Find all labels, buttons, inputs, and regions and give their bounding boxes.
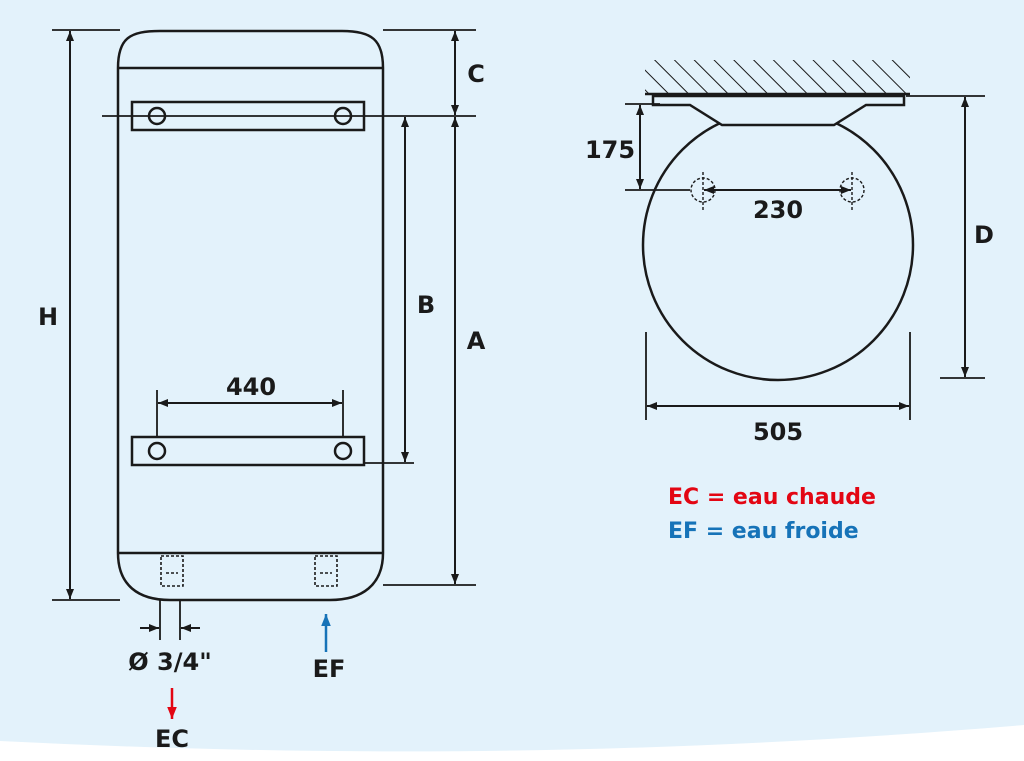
label-b: B [417,291,435,319]
label-230: 230 [753,196,803,224]
label-440: 440 [226,373,276,401]
label-d: D [974,221,994,249]
label-pipe-diameter: Ø 3/4" [128,648,211,676]
bottom-wave [0,725,1024,761]
label-c: C [467,60,485,88]
hot-pipe-stub [160,555,184,587]
side-view [625,60,985,420]
legend-hot: EC = eau chaude [668,485,876,510]
bottom-bracket-hole-left [147,441,167,461]
label-h: H [38,303,58,331]
label-175: 175 [585,136,635,164]
side-extension-lines [625,95,985,420]
label-ec-outlet: EC [155,725,189,753]
bottom-mounting-bracket [130,435,366,467]
cold-pipe-stub [314,555,338,587]
label-505: 505 [753,418,803,446]
front-view [52,29,476,640]
side-dimension-lines [636,97,969,410]
front-dimension-lines [66,31,459,632]
legend-cold: EF = eau froide [668,519,859,544]
label-a: A [467,327,486,355]
wall-mount-bracket [651,94,906,127]
bottom-bracket-hole-right [333,441,353,461]
front-extension-lines [52,29,476,640]
wall-hatch [645,60,910,94]
label-ef-inlet: EF [313,655,346,683]
